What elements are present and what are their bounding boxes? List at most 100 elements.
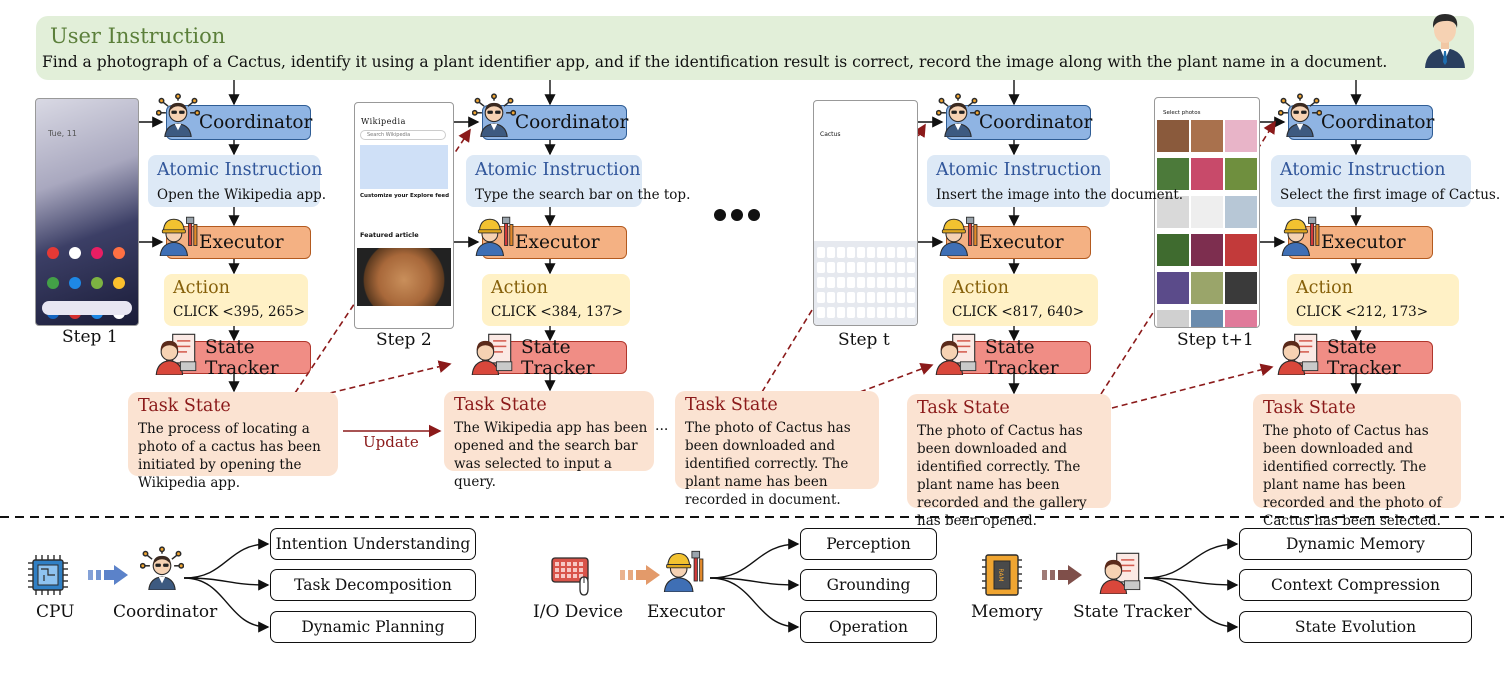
user-instruction-banner	[36, 16, 1474, 80]
atomic-instruction-title: Atomic Instruction	[475, 160, 641, 180]
task-state-text: The Wikipedia app has been opened and th…	[454, 420, 648, 490]
state-tracker-icon	[1099, 552, 1141, 594]
coordinator-icon	[1278, 93, 1322, 137]
wiki-brand: Wikipedia	[361, 117, 406, 126]
executor-icon	[663, 550, 704, 592]
atomic-instruction-title: Atomic Instruction	[157, 160, 323, 180]
double-arrow-icon	[88, 565, 128, 585]
atomic-instruction-text: Type the search bar on the top.	[475, 187, 691, 203]
task-state-title: Task State	[1263, 398, 1356, 418]
double-arrow-icon	[1042, 565, 1082, 585]
action-title: Action	[952, 278, 1009, 298]
capability-box: Dynamic Planning	[270, 611, 476, 643]
action-title: Action	[1296, 278, 1353, 298]
user-instruction-text: Find a photograph of a Cactus, identify …	[42, 53, 1388, 71]
state-tracker-label: State Tracker	[521, 336, 595, 379]
step-label-1: Step 1	[62, 327, 118, 347]
executor-icon	[1281, 216, 1320, 256]
screenshot-step-2: Wikipedia Search Wikipedia Customize you…	[354, 102, 454, 329]
keyboard-mouse-icon	[551, 557, 589, 596]
wiki-customize: Customize your Explore feed	[360, 193, 450, 199]
screenshot-step-t: Cactus	[813, 100, 918, 326]
action-text: CLICK <395, 265>	[173, 304, 306, 320]
atomic-instruction-text: Select the first image of Cactus.	[1280, 187, 1501, 203]
agent-label: Coordinator	[113, 602, 218, 622]
executor-label: Executor	[1321, 232, 1406, 253]
executor-label: Executor	[515, 232, 600, 253]
hardware-label: Memory	[971, 602, 1043, 622]
screenshot-step-1: Tue, 11	[35, 98, 139, 326]
task-state-text: The process of locating a photo of a cac…	[138, 421, 321, 491]
wiki-featured: Featured article	[360, 231, 419, 239]
task-state-title: Task State	[917, 398, 1010, 418]
action-text: CLICK <384, 137>	[491, 304, 624, 320]
task-state-ellipsis: ...	[655, 418, 669, 434]
capability-box: Context Compression	[1239, 569, 1472, 601]
state-tracker-icon	[155, 333, 197, 375]
task-state-title: Task State	[685, 395, 778, 415]
executor-label: Executor	[199, 232, 284, 253]
state-tracker-label: State Tracker	[985, 336, 1059, 379]
coordinator-icon	[472, 93, 516, 137]
user-instruction-title: User Instruction	[50, 24, 226, 48]
coordinator-label: Coordinator	[515, 112, 629, 133]
step-label-t-plus-1: Step t+1	[1177, 330, 1254, 350]
task-state-intermediate: Task State The photo of Cactus has been …	[675, 391, 879, 508]
coordinator-box: Coordinator	[166, 105, 313, 140]
coordinator-label: Coordinator	[199, 112, 313, 133]
capability-box: Perception	[800, 528, 937, 560]
wiki-search-bar: Search Wikipedia	[360, 130, 446, 140]
gallery-title: Select photos	[1163, 110, 1201, 116]
coordinator-icon	[156, 93, 200, 137]
state-tracker-label: State Tracker	[1327, 336, 1401, 379]
task-state-text: The photo of Cactus has been downloaded …	[1263, 423, 1442, 529]
coordinator-icon	[936, 93, 980, 137]
screenshot-step-t-plus-1: Select photos	[1154, 97, 1260, 328]
coordinator-label: Coordinator	[1321, 112, 1435, 133]
executor-icon	[939, 216, 978, 256]
action-text: CLICK <212, 173>	[1296, 304, 1429, 320]
capability-box: Dynamic Memory	[1239, 528, 1472, 560]
task-state-text: The photo of Cactus has been downloaded …	[685, 420, 851, 508]
step-label-t: Step t	[838, 330, 890, 350]
executor-icon	[475, 216, 514, 256]
capability-box: State Evolution	[1239, 611, 1472, 643]
coordinator-icon	[140, 546, 184, 590]
hardware-label: I/O Device	[533, 602, 624, 622]
task-state-title: Task State	[138, 396, 231, 416]
atomic-instruction-title: Atomic Instruction	[1280, 160, 1446, 180]
hardware-label: CPU	[36, 602, 75, 622]
state-tracker-icon	[471, 333, 513, 375]
action-title: Action	[173, 278, 230, 298]
agent-label: State Tracker	[1073, 602, 1192, 622]
svg-text:RAM: RAM	[997, 568, 1004, 581]
capability-box: Intention Understanding	[270, 528, 476, 560]
user-icon	[1425, 14, 1465, 68]
state-tracker-label: State Tracker	[205, 336, 279, 379]
action-title: Action	[491, 278, 548, 298]
ram-icon: RAM	[982, 554, 1022, 596]
executor-icon	[159, 216, 198, 256]
task-state-title: Task State	[454, 395, 547, 415]
doc-text: Cactus	[820, 131, 841, 138]
capability-box: Task Decomposition	[270, 569, 476, 601]
agent-label: Executor	[647, 602, 725, 622]
atomic-instruction-text: Insert the image into the document.	[936, 187, 1184, 203]
cpu-icon	[28, 555, 68, 595]
update-label: Update	[363, 433, 419, 451]
action-text: CLICK <817, 640>	[952, 304, 1085, 320]
capability-box: Grounding	[800, 569, 937, 601]
step-label-2: Step 2	[376, 330, 432, 350]
executor-label: Executor	[979, 232, 1064, 253]
task-state-text: The photo of Cactus has been downloaded …	[917, 423, 1087, 529]
